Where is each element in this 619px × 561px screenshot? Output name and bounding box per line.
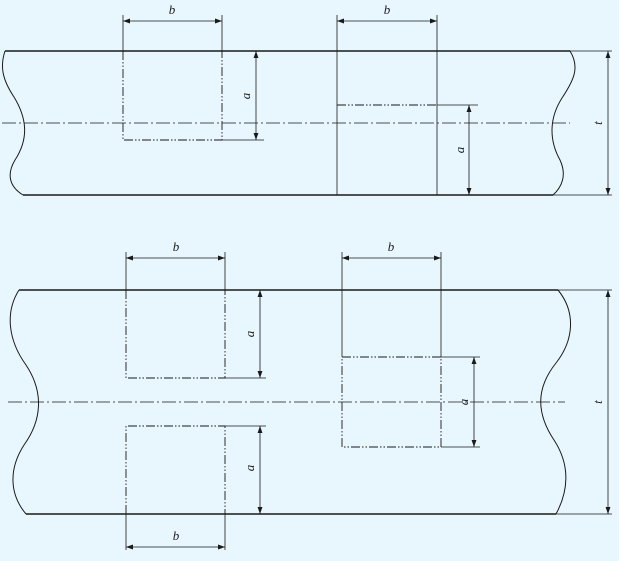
bottom-upper-left-groove bbox=[125, 290, 226, 379]
bottom-lower-left-depth-label: a bbox=[242, 464, 257, 471]
top-left-groove bbox=[122, 51, 223, 141]
top-left-width-label: b bbox=[169, 2, 176, 17]
top-plate: b b a a t bbox=[1, 2, 612, 196]
bottom-upper-left-depth-label: a bbox=[242, 330, 257, 337]
bottom-right-width-label: b bbox=[388, 239, 395, 254]
top-right-depth-label: a bbox=[452, 146, 467, 153]
top-plate-left-break bbox=[1, 50, 26, 196]
bottom-lower-left-width-label: b bbox=[173, 528, 180, 543]
top-right-width-label: b bbox=[384, 2, 391, 17]
bottom-upper-left-width-label: b bbox=[173, 239, 180, 254]
bottom-right-depth-label: a bbox=[456, 398, 471, 405]
bottom-lower-left-groove bbox=[125, 425, 226, 514]
bottom-plate-right-break bbox=[540, 289, 571, 515]
bottom-thickness-label: t bbox=[590, 400, 605, 404]
top-left-depth-label: a bbox=[238, 92, 253, 99]
top-thickness-label: t bbox=[590, 121, 605, 125]
bottom-plate: b b b a a a t bbox=[8, 239, 612, 550]
top-plate-right-break bbox=[551, 50, 576, 196]
